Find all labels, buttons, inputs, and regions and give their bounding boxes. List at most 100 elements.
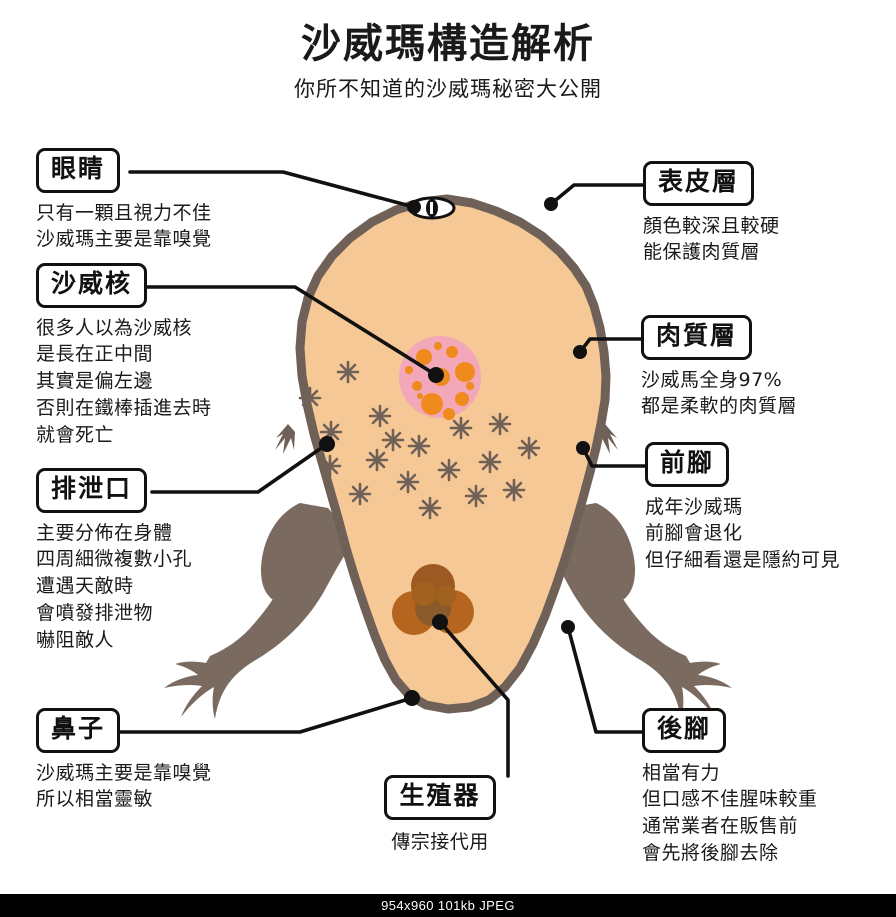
callout-tag-hindlimb[interactable]: 後腳 [642,708,727,753]
anchor-dot-epidermis [544,197,558,211]
desc-line: 主要分佈在身體 [36,521,173,544]
callout-eye[interactable]: 眼睛 只有一顆且視力不佳 沙威瑪主要是靠嗅覺 [36,148,212,253]
right-hind-thigh [557,503,636,605]
desc-line: 會先將後腳去除 [642,842,779,865]
pore-icon [437,458,461,482]
left-vestigial-forelimb [275,424,295,454]
anchor-dot-flesh [573,345,587,359]
pore-icon [502,478,526,502]
genital-icon [392,564,474,635]
anchor-dot-nose [404,690,420,706]
pore-icon [336,360,360,384]
callout-tag-eye[interactable]: 眼睛 [36,148,121,193]
callout-hindlimb[interactable]: 後腳 相當有力 但口感不佳腥味較重 通常業者在販售前 會先將後腳去除 [642,708,818,867]
pore-icon [368,404,392,428]
callout-forelimb[interactable]: 前腳 成年沙威瑪 前腳會退化 但仔細看還是隱約可見 [645,442,840,574]
callout-desc-forelimb: 成年沙威瑪 前腳會退化 但仔細看還是隱約可見 [645,494,840,575]
right-vestigial-forelimb [598,424,618,454]
desc-line: 所以相當靈敏 [36,788,154,811]
callout-epidermis[interactable]: 表皮層 顏色較深且較硬 能保護肉質層 [643,161,780,266]
callout-desc-nose: 沙威瑪主要是靠嗅覺 所以相當靈敏 [36,760,212,814]
excretory-pores-group [298,360,541,520]
leader-line-genital [438,620,510,778]
anchor-dots-group [319,197,590,706]
page-subtitle: 你所不知道的沙威瑪秘密大公開 [294,76,602,101]
callout-desc-genital: 傳宗接代用 [370,829,510,856]
pore-icon [365,448,389,472]
creature-body [295,194,611,714]
callout-genital[interactable]: 生殖器 傳宗接代用 [370,775,510,855]
desc-line: 沙威馬全身97% [641,368,783,391]
callout-desc-flesh: 沙威馬全身97% 都是柔軟的肉質層 [641,367,797,421]
desc-line: 會噴發排泄物 [36,602,154,625]
eye-icon [408,196,456,220]
desc-line: 很多人以為沙威核 [36,316,193,339]
anchor-dot-genital [432,614,448,630]
callout-core[interactable]: 沙威核 很多人以為沙威核 是長在正中間 其實是偏左邊 否則在鐵棒插進去時 就會死… [36,263,212,449]
anchor-dot-core [428,367,444,383]
callout-desc-hindlimb: 相當有力 但口感不佳腥味較重 通常業者在販售前 會先將後腳去除 [642,760,818,868]
desc-line: 只有一顆且視力不佳 [36,201,212,224]
pore-icon [348,482,372,506]
callout-tag-core[interactable]: 沙威核 [36,263,148,308]
callout-excretory[interactable]: 排泄口 主要分佈在身體 四周細微複數小孔 遭遇天敵時 會噴發排泄物 嚇阻敵人 [36,468,192,654]
callout-desc-epidermis: 顏色較深且較硬 能保護肉質層 [643,213,780,267]
pore-icon [318,454,342,478]
left-hind-thigh [260,503,339,605]
leader-line-forelimb [581,446,647,468]
pore-icon [478,450,502,474]
pore-icon [517,436,541,460]
callout-tag-nose[interactable]: 鼻子 [36,708,121,753]
status-bar: 954x960 101kb JPEG [0,894,896,917]
leader-line-hindlimb [566,625,644,734]
anchor-dot-forelimb [576,441,590,455]
leader-line-flesh [578,337,643,354]
desc-line: 但仔細看還是隱約可見 [645,549,841,572]
callout-desc-eye: 只有一顆且視力不佳 沙威瑪主要是靠嗅覺 [36,200,212,254]
anchor-dot-hindlimb [561,620,575,634]
callout-nose[interactable]: 鼻子 沙威瑪主要是靠嗅覺 所以相當靈敏 [36,708,212,813]
callout-desc-core: 很多人以為沙威核 是長在正中間 其實是偏左邊 否則在鐵棒插進去時 就會死亡 [36,315,212,450]
diagram-canvas: 眼睛 只有一顆且視力不佳 沙威瑪主要是靠嗅覺 沙威核 很多人以為沙威核 是長在正… [36,148,840,867]
callout-tag-genital[interactable]: 生殖器 [384,775,496,820]
pore-icon [381,428,405,452]
pore-icon [464,484,488,508]
page-header: 沙威瑪構造解析 你所不知道的沙威瑪秘密大公開 [0,0,896,103]
status-bar-text: 954x960 101kb JPEG [381,898,515,913]
desc-line: 但口感不佳腥味較重 [642,788,818,811]
pore-icon [488,412,512,436]
pore-icon [319,420,343,444]
desc-line: 成年沙威瑪 [645,495,743,518]
desc-line: 是長在正中間 [36,343,154,366]
left-hind-leg [164,505,383,719]
desc-line: 能保護肉質層 [643,241,761,264]
desc-line: 否則在鐵棒插進去時 [36,397,212,420]
desc-line: 前腳會退化 [645,522,743,545]
desc-line: 顏色較深且較硬 [643,214,780,237]
pore-icon [298,386,322,410]
desc-line: 其實是偏左邊 [36,370,154,393]
callout-tag-excretory[interactable]: 排泄口 [36,468,148,513]
desc-line: 沙威瑪主要是靠嗅覺 [36,761,212,784]
desc-line: 嚇阻敵人 [36,629,115,652]
pore-icon [418,496,442,520]
pore-icon [449,416,473,440]
desc-line: 遭遇天敵時 [36,575,134,598]
desc-line: 傳宗接代用 [391,830,489,853]
vestigial-forelimbs-group [275,424,618,454]
anchor-dot-excretory [319,436,335,452]
desc-line: 四周細微複數小孔 [36,548,193,571]
desc-line: 都是柔軟的肉質層 [641,395,798,418]
desc-line: 通常業者在販售前 [642,815,799,838]
callout-tag-epidermis[interactable]: 表皮層 [643,161,755,206]
core-icon [399,336,481,420]
desc-line: 就會死亡 [36,424,115,447]
callout-desc-excretory: 主要分佈在身體 四周細微複數小孔 遭遇天敵時 會噴發排泄物 嚇阻敵人 [36,520,192,655]
callout-tag-forelimb[interactable]: 前腳 [645,442,730,487]
callout-tag-flesh[interactable]: 肉質層 [641,315,753,360]
desc-line: 沙威瑪主要是靠嗅覺 [36,228,212,251]
leader-line-epidermis [549,183,645,206]
callout-flesh[interactable]: 肉質層 沙威馬全身97% 都是柔軟的肉質層 [641,315,797,420]
desc-line: 相當有力 [642,761,721,784]
pore-icon [396,470,420,494]
